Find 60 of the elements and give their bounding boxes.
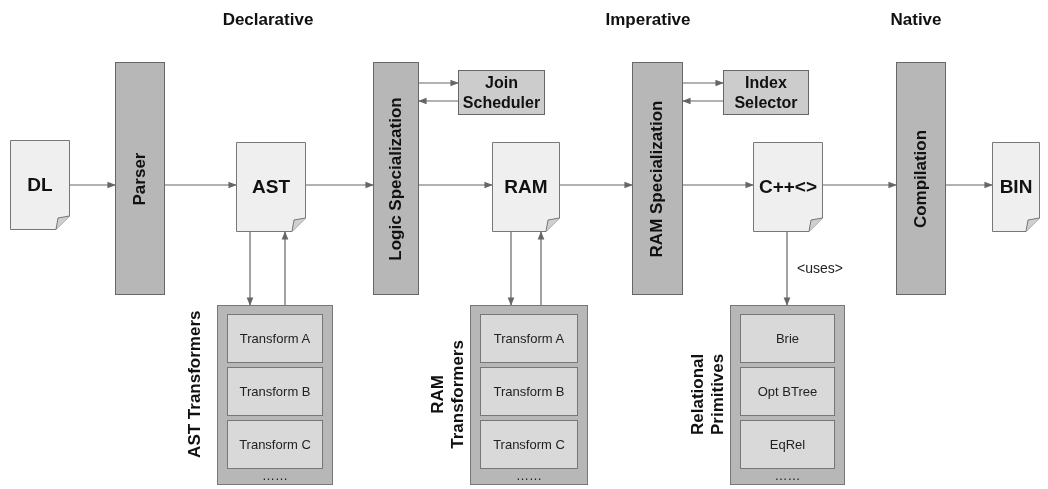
- document-label: C++<>: [758, 175, 818, 199]
- item-box: [480, 420, 578, 469]
- bar-label: Compilation: [911, 129, 931, 228]
- arrow: [305, 181, 374, 189]
- item-label: Transform B: [239, 384, 311, 399]
- item-box: [227, 314, 323, 363]
- ellipsis-text: ……: [773, 468, 802, 483]
- item-label: EqRel: [769, 437, 806, 452]
- item-box: [740, 367, 835, 416]
- bar-label: Parser: [130, 152, 150, 205]
- item-label: Transform C: [239, 437, 311, 452]
- item-label: Opt BTree: [757, 384, 818, 399]
- item-label: Transform A: [493, 331, 565, 346]
- ellipsis-text: ……: [515, 468, 543, 483]
- arrow: [418, 79, 459, 87]
- process-bar: [632, 62, 683, 295]
- arrow: [537, 231, 545, 306]
- stage-heading: Declarative: [222, 10, 314, 30]
- process-bar: [373, 62, 419, 295]
- stage-heading: Imperative: [605, 10, 691, 30]
- bar-label: Logic Specialization: [386, 96, 406, 261]
- item-label: Transform A: [239, 331, 311, 346]
- arrow: [682, 181, 754, 189]
- stage-heading: Native: [890, 10, 942, 30]
- arrow: [682, 79, 724, 87]
- arrow: [69, 181, 116, 189]
- arrow: [281, 231, 289, 306]
- arrow: [418, 97, 459, 105]
- document-label: RAM: [504, 175, 548, 199]
- arrow: [559, 181, 633, 189]
- arrow: [246, 231, 254, 306]
- box-label: Index Selector: [733, 73, 799, 112]
- document-label: AST: [252, 175, 290, 199]
- document-label: BIN: [999, 175, 1033, 199]
- box-label: Join Scheduler: [461, 73, 542, 112]
- arrow: [945, 181, 993, 189]
- ellipsis-text: ……: [261, 468, 289, 483]
- item-box: [227, 367, 323, 416]
- group-heading: RAM Transformers: [427, 339, 468, 451]
- item-label: Transform C: [493, 437, 565, 452]
- bar-label: RAM Specialization: [647, 100, 668, 257]
- document-label: DL: [27, 173, 53, 197]
- process-bar: [115, 62, 165, 295]
- process-bar: [896, 62, 946, 295]
- arrow: [783, 231, 791, 306]
- item-box: [480, 367, 578, 416]
- arrow: [822, 181, 897, 189]
- group-heading: AST Transformers: [184, 309, 205, 460]
- group-heading: Relational Primitives: [687, 352, 728, 438]
- arrow: [418, 181, 493, 189]
- item-label: Transform B: [493, 384, 565, 399]
- item-label: Brie: [775, 331, 800, 346]
- process-box: [723, 70, 809, 115]
- item-box: [227, 420, 323, 469]
- arrow: [164, 181, 237, 189]
- arrow: [682, 97, 724, 105]
- item-box: [480, 314, 578, 363]
- item-box: [740, 314, 835, 363]
- item-box: [740, 420, 835, 469]
- arrow: [507, 231, 515, 306]
